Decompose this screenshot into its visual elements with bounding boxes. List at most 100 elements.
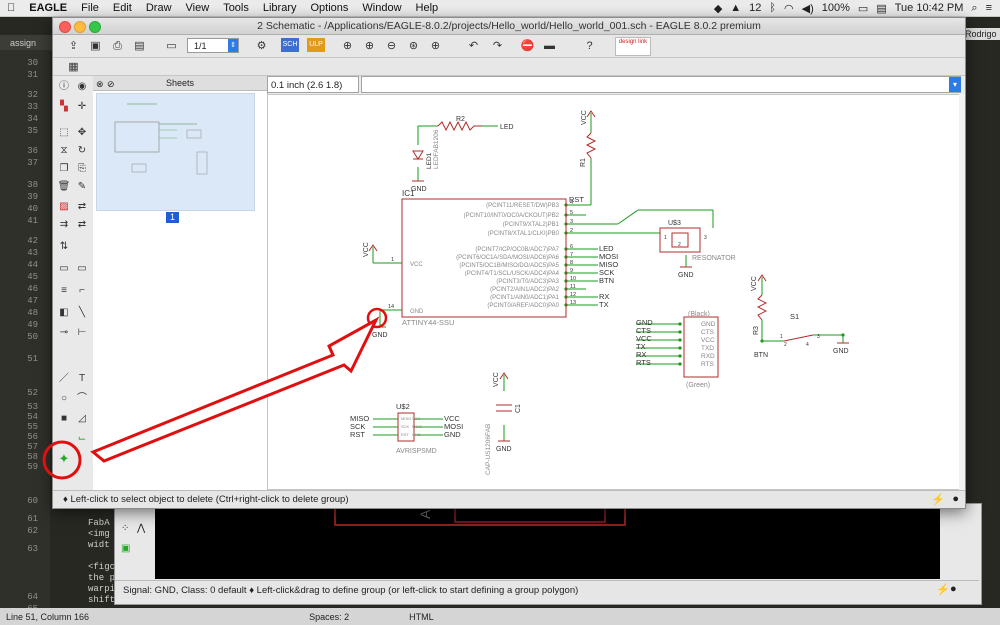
canvas-scrollbar[interactable] xyxy=(959,94,965,490)
menu-library[interactable]: Library xyxy=(254,2,297,14)
junction-icon[interactable]: ✦ xyxy=(58,451,70,466)
invoke-icon[interactable]: ⇉ xyxy=(59,219,69,230)
sch-switch-icon[interactable]: SCH xyxy=(281,38,299,52)
volume-icon[interactable]: ◀) xyxy=(801,2,814,15)
wire-icon[interactable]: ╲ xyxy=(78,307,86,318)
close-button[interactable] xyxy=(59,21,71,33)
line-icon[interactable]: ／ xyxy=(59,373,69,384)
sheet-number[interactable]: 1 xyxy=(166,212,179,223)
editor-tab[interactable]: assign xyxy=(0,35,60,51)
menu-view[interactable]: View xyxy=(177,2,210,14)
value-icon[interactable]: ▭ xyxy=(59,263,69,274)
group-icon[interactable]: ⬚ xyxy=(59,127,69,138)
net-icon[interactable]: ⊢ xyxy=(77,327,87,338)
menu-window[interactable]: Window xyxy=(354,2,401,14)
smash-icon[interactable]: ✎ xyxy=(77,181,87,192)
grid-icon[interactable]: ▦ xyxy=(68,61,79,73)
zoom-out-icon[interactable]: ⊖ xyxy=(386,40,397,52)
panel-float-icon[interactable]: ⊘ xyxy=(107,79,115,89)
polygon-icon[interactable]: ◿ xyxy=(78,413,86,424)
open-icon[interactable]: ⇪ xyxy=(68,40,79,52)
split-icon[interactable]: ≡ xyxy=(61,285,67,296)
ulp-icon[interactable]: ⚙ xyxy=(256,40,267,52)
delete-icon[interactable]: 🗑 xyxy=(57,181,71,192)
board-status-stop-icon[interactable]: ● xyxy=(950,583,957,595)
zoom-area-icon[interactable]: ⊕ xyxy=(430,40,441,52)
replace-icon[interactable]: ⇄ xyxy=(77,201,87,212)
board-canvas[interactable]: A xyxy=(155,494,940,579)
add-icon[interactable]: ▨ xyxy=(59,201,69,212)
board-route-icon[interactable]: ⋀ xyxy=(137,523,146,534)
rect-icon[interactable]: ■ xyxy=(60,413,68,424)
zoom-button[interactable] xyxy=(89,21,101,33)
redo-icon[interactable]: ↷ xyxy=(492,40,503,52)
flag-icon[interactable]: ▤ xyxy=(876,2,887,15)
brd-switch-icon[interactable]: ULP xyxy=(307,38,325,52)
menu-list-icon[interactable]: ≡ xyxy=(985,2,992,14)
menu-help[interactable]: Help xyxy=(407,2,439,14)
minimize-button[interactable] xyxy=(74,21,86,33)
panel-close-icon[interactable]: ⊗ xyxy=(96,79,104,89)
dropbox-icon[interactable]: ◆ xyxy=(713,2,723,15)
move-icon[interactable]: ✥ xyxy=(77,127,87,138)
text-icon[interactable]: T xyxy=(78,373,86,384)
menu-app-name[interactable]: EAGLE xyxy=(21,2,67,14)
sheet-select[interactable]: 1/1⇕ xyxy=(187,38,239,53)
wifi-icon[interactable]: ◠ xyxy=(784,2,794,15)
chevron-down-icon[interactable]: ⇕ xyxy=(228,39,238,52)
board-layer-icon[interactable]: ▣ xyxy=(121,543,131,554)
display-icon[interactable]: ▚ xyxy=(60,101,68,112)
sheet-icon[interactable]: ▭ xyxy=(166,40,177,52)
label-icon[interactable]: ⌙ xyxy=(77,433,87,444)
menu-tools[interactable]: Tools xyxy=(214,2,249,14)
sheet-thumbnail[interactable] xyxy=(96,93,255,211)
board-tool-icon[interactable]: ⁘ xyxy=(121,523,130,534)
board-status-bolt-icon[interactable]: ⚡ xyxy=(936,584,950,596)
circle-icon[interactable]: ○ xyxy=(60,393,68,404)
design-link-logo[interactable]: design link xyxy=(615,37,651,56)
cam-icon[interactable]: ▤ xyxy=(134,40,145,52)
help-icon[interactable]: ? xyxy=(586,40,593,52)
clock[interactable]: Tue 10:42 PM xyxy=(894,2,964,14)
menu-edit[interactable]: Edit xyxy=(104,2,132,14)
editor-syntax[interactable]: HTML xyxy=(409,611,434,622)
show-icon[interactable]: ◉ xyxy=(77,81,87,92)
info-icon[interactable]: ⓘ xyxy=(59,81,69,92)
bus-icon[interactable]: ⊸ xyxy=(59,327,69,338)
rotate-icon[interactable]: ↻ xyxy=(77,145,87,156)
menu-file[interactable]: File xyxy=(72,2,99,14)
undo-icon[interactable]: ↶ xyxy=(468,40,479,52)
zoom-in-icon[interactable]: ⊕ xyxy=(364,40,375,52)
zoom-fit-icon[interactable]: ⊕ xyxy=(342,40,353,52)
menu-options[interactable]: Options xyxy=(302,2,349,14)
miter-icon[interactable]: ⌐ xyxy=(79,285,85,296)
arc-icon[interactable]: ⌒ xyxy=(77,393,87,404)
avr-pin-label: GND xyxy=(412,432,421,437)
battery-icon[interactable]: ▭ xyxy=(857,2,869,15)
stop-icon[interactable]: ⛔ xyxy=(520,40,535,52)
print-icon[interactable]: ⎙ xyxy=(113,40,122,52)
status-stop-icon[interactable]: ● xyxy=(952,493,959,505)
search-icon[interactable]: ⌕ xyxy=(971,1,978,14)
mark-icon[interactable]: ✛ xyxy=(77,101,87,112)
name-icon[interactable]: ▭ xyxy=(77,263,87,274)
apple-icon[interactable]:  xyxy=(7,2,15,14)
menu-draw[interactable]: Draw xyxy=(137,2,172,14)
status-bolt-icon[interactable]: ⚡ xyxy=(931,494,945,506)
editor-spaces[interactable]: Spaces: 2 xyxy=(309,611,350,622)
command-history-dropdown[interactable]: ▾ xyxy=(949,77,961,92)
mirror-icon[interactable]: ⧖ xyxy=(60,145,68,156)
r1-name: R1 xyxy=(580,158,587,167)
save-icon[interactable]: ▣ xyxy=(90,40,101,52)
change-icon[interactable]: ◧ xyxy=(59,307,69,318)
ic1-pin-label: (PCINT1/AIN0/ADC1)PA1 xyxy=(490,295,560,301)
pinswap-icon[interactable]: ⇅ xyxy=(59,241,69,252)
copy-icon[interactable]: ❐ xyxy=(59,163,69,174)
paste-icon[interactable]: ⎘ xyxy=(78,163,86,174)
bluetooth-icon[interactable]: ᛒ xyxy=(769,2,777,14)
notification-icon[interactable]: ▲ xyxy=(730,2,742,14)
gateswap-icon[interactable]: ⇄ xyxy=(77,219,87,230)
go-icon[interactable]: ▬ xyxy=(544,40,555,52)
zoom-redraw-icon[interactable]: ⊛ xyxy=(408,40,419,52)
